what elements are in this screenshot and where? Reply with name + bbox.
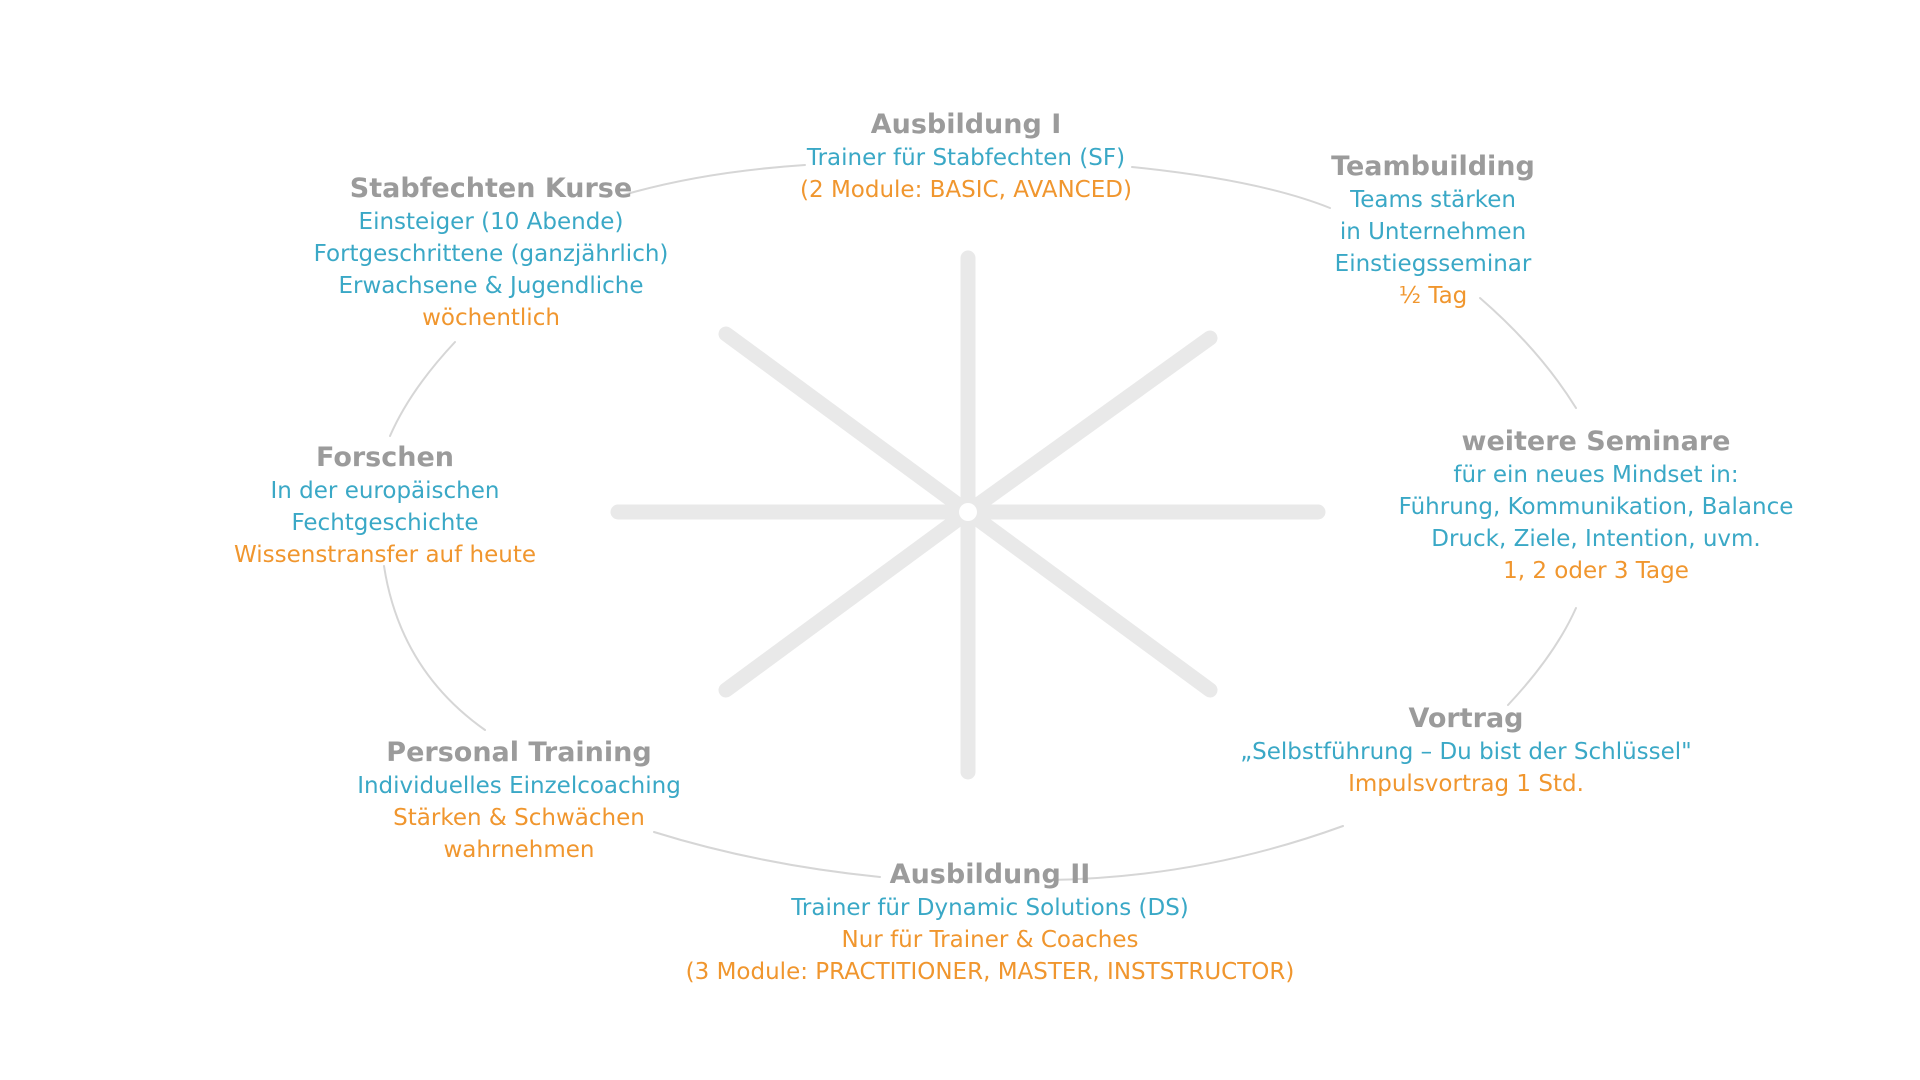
ring-arc-4 (1507, 607, 1577, 706)
node-line: (3 Module: PRACTITIONER, MASTER, INSTSTR… (685, 959, 1295, 985)
node-line: „Selbstführung – Du bist der Schlüssel" (1240, 739, 1692, 765)
node-line: 1, 2 oder 3 Tage (1503, 558, 1689, 584)
node-line: in Unternehmen (1339, 219, 1527, 245)
node-line: Einstiegsseminar (1334, 251, 1532, 277)
node-line: Trainer für Stabfechten (SF) (806, 145, 1126, 171)
node-line: Stärken & Schwächen (393, 805, 645, 831)
node-personal-training: Personal Training Individuelles Einzelco… (357, 736, 681, 866)
node-line: Führung, Kommunikation, Balance (1398, 494, 1794, 520)
ring-arc-5 (1047, 825, 1344, 881)
node-line: Trainer für Dynamic Solutions (DS) (791, 895, 1189, 921)
ring-arc-2 (1131, 166, 1331, 209)
spoke-up-right (960, 330, 1218, 520)
ring-arc-8 (389, 341, 456, 437)
node-line: Fechtgeschichte (291, 510, 479, 536)
node-title: Forschen (315, 442, 455, 473)
node-ausbildung-2: Ausbildung II Trainer für Dynamic Soluti… (686, 858, 1295, 988)
node-title: Stabfechten Kurse (349, 173, 633, 204)
ring-arcs (383, 164, 1577, 881)
node-line: wahrnehmen (443, 837, 595, 863)
node-ausbildung-1: Ausbildung I Trainer für Stabfechten (SF… (800, 108, 1132, 206)
node-line: Einsteiger (10 Abende) (358, 209, 624, 235)
node-weitere-seminare: weitere Seminare für ein neues Mindset i… (1399, 425, 1794, 587)
node-title: Personal Training (386, 737, 652, 768)
node-line: wöchentlich (422, 305, 560, 331)
node-title: Ausbildung II (889, 859, 1091, 890)
node-line: Individuelles Einzelcoaching (357, 773, 681, 799)
node-title: weitere Seminare (1461, 426, 1731, 457)
node-line: Nur für Trainer & Coaches (841, 927, 1139, 953)
spoke-up-left (718, 326, 976, 520)
node-title: Vortrag (1408, 703, 1524, 734)
node-line: In der europäischen (270, 478, 500, 504)
ring-arc-7 (383, 565, 486, 731)
node-title: Teambuilding (1331, 151, 1535, 182)
star-spokes (610, 250, 1326, 780)
ring-arc-3 (1479, 297, 1577, 409)
node-line: Fortgeschrittene (ganzjährlich) (313, 241, 669, 267)
spoke-down-right (960, 504, 1218, 698)
node-line: (2 Module: BASIC, AVANCED) (800, 177, 1132, 203)
node-line: Druck, Ziele, Intention, uvm. (1431, 526, 1761, 552)
node-line: ½ Tag (1398, 283, 1468, 309)
node-line: Impulsvortrag 1 Std. (1348, 771, 1584, 797)
node-line: für ein neues Mindset in: (1453, 462, 1739, 488)
node-stabfechten-kurse: Stabfechten Kurse Einsteiger (10 Abende)… (314, 172, 669, 334)
star-hub (959, 503, 977, 521)
spoke-down-left (718, 504, 976, 698)
node-line: Wissenstransfer auf heute (234, 542, 536, 568)
ring-arc-1 (619, 164, 806, 197)
node-teambuilding: Teambuilding Teams stärken in Unternehmen… (1331, 150, 1535, 312)
node-vortrag: Vortrag „Selbstführung – Du bist der Sch… (1240, 702, 1692, 800)
node-line: Erwachsene & Jugendliche (338, 273, 644, 299)
node-line: Teams stärken (1350, 187, 1516, 213)
node-title: Ausbildung I (870, 109, 1062, 140)
ring-arc-6 (653, 831, 881, 878)
